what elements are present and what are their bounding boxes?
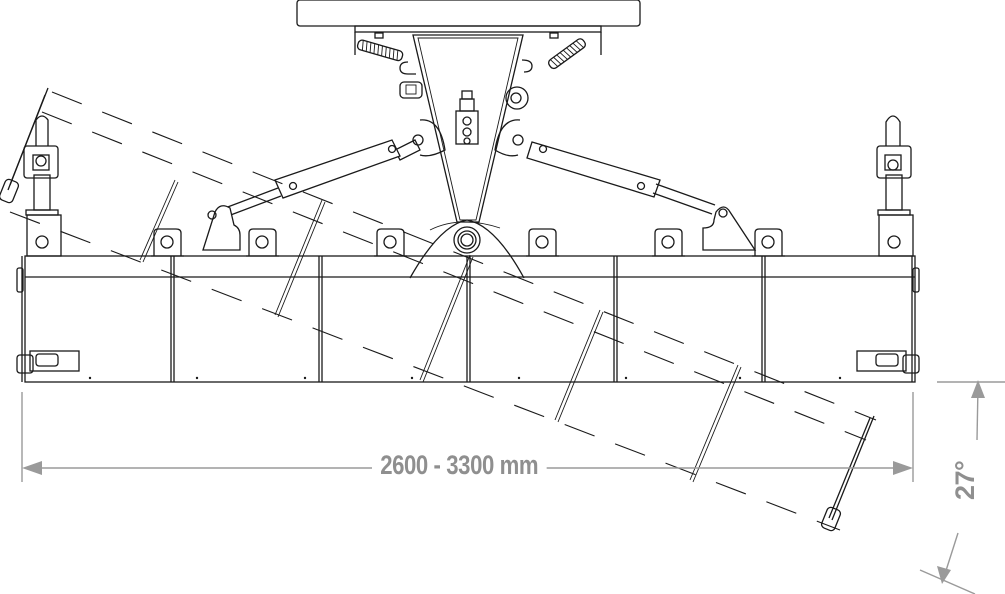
- right-hydraulic-cylinder: [494, 119, 757, 251]
- rotated-blade-outline: [0, 87, 877, 532]
- left-support-wheel: [23, 115, 62, 257]
- angle-dimension: [919, 380, 1005, 594]
- angle-dimension-label: 27°: [950, 460, 981, 500]
- mounting-plate: [296, 0, 641, 55]
- central-pivot-pin: [409, 219, 525, 279]
- return-springs: [356, 38, 586, 70]
- blade-lugs: [151, 228, 785, 257]
- hydraulic-valve: [455, 90, 479, 145]
- right-support-wheel: [876, 115, 914, 257]
- blade-body: [16, 255, 920, 383]
- width-dimension-label: 2600 - 3300 mm: [372, 450, 547, 481]
- pivot-frame: [399, 34, 533, 223]
- left-hydraulic-cylinder: [202, 119, 446, 251]
